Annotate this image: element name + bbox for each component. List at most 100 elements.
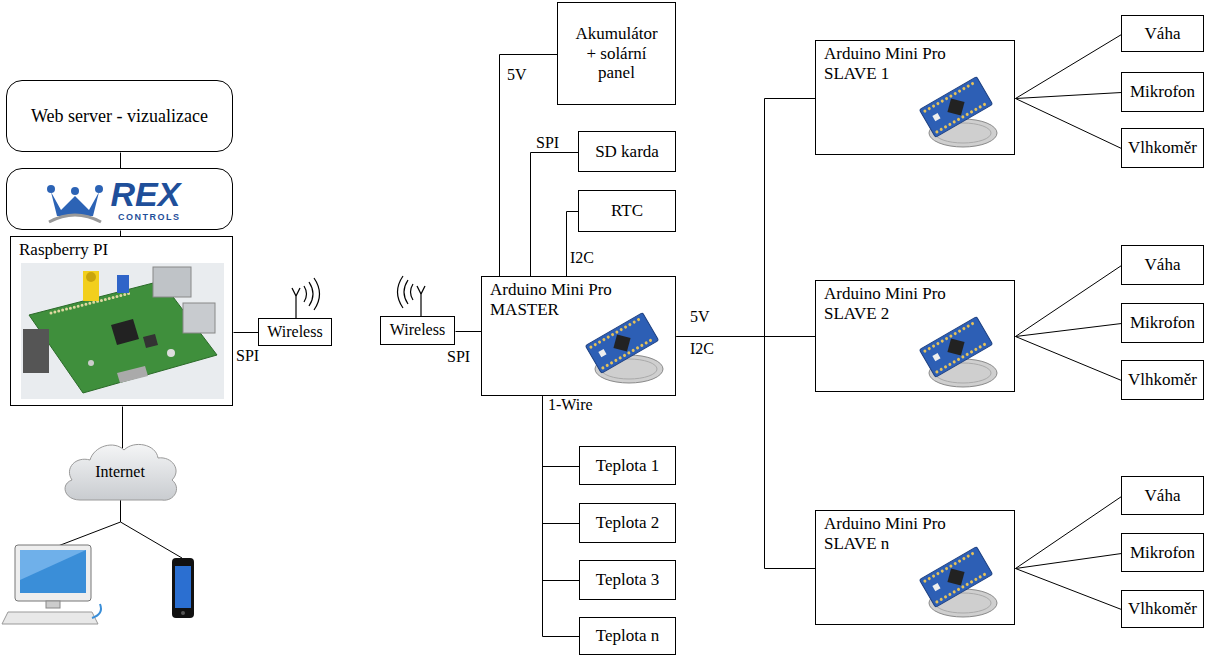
- rect-part: [919, 77, 992, 138]
- node-text: Teplota 1: [596, 456, 659, 476]
- node-text: Web server - vizualizace: [31, 106, 208, 127]
- node-text: Vlhkoměr: [1128, 599, 1197, 619]
- rect-part: [83, 271, 99, 301]
- polygon-part: [143, 334, 158, 348]
- logo-text: REXCONTROLS: [111, 177, 181, 222]
- g-part: [919, 317, 992, 378]
- path-part: [314, 278, 320, 310]
- circle-part: [71, 187, 79, 195]
- rect-part: [932, 353, 940, 361]
- rect-part: [20, 550, 86, 593]
- connector-line: [1016, 266, 1122, 337]
- path-part: [20, 550, 86, 580]
- path-part: [304, 286, 307, 302]
- sensor-box: Teplota 2: [579, 503, 676, 543]
- node-text: Arduino Mini Pro SLAVE 1: [824, 44, 974, 83]
- logo-word: REX: [111, 177, 181, 211]
- rect-part: [172, 558, 194, 618]
- sensor-box: Vlhkoměr: [1121, 128, 1204, 168]
- polygon-part: [117, 366, 148, 383]
- signal-label: I2C: [690, 340, 714, 358]
- rect-part: [919, 547, 992, 608]
- circle-part: [88, 360, 94, 366]
- path-part: [121, 522, 183, 558]
- power-box: Akumulátor + solární panel: [557, 2, 676, 105]
- computer-icon: [2, 545, 101, 624]
- rect-part: [23, 329, 49, 373]
- path-part: [65, 444, 177, 500]
- node-text: Mikrofon: [1130, 82, 1195, 102]
- computer-box: Raspberry PI: [10, 236, 233, 406]
- node-text: Vlhkoměr: [1128, 138, 1197, 158]
- g-part: [919, 547, 992, 608]
- phone-icon: [172, 558, 194, 618]
- rect-part: [947, 98, 964, 115]
- connector-line: [1016, 497, 1122, 569]
- sensor-box: Teplota 1: [579, 446, 676, 485]
- circle-part: [167, 349, 175, 357]
- connector-line: [1016, 93, 1122, 99]
- path-part: [309, 282, 313, 306]
- connector-line: [543, 397, 580, 581]
- rect-part: [21, 263, 224, 399]
- sensor-box: Vlhkoměr: [1121, 360, 1204, 400]
- connector-line: [500, 55, 558, 277]
- node-text: RTC: [611, 201, 643, 221]
- connector-line: [567, 212, 579, 277]
- rect-part: [598, 349, 606, 357]
- rect-part: [919, 317, 992, 378]
- circle-part: [86, 272, 96, 282]
- clock-box: RTC: [578, 190, 676, 232]
- connector-line: [122, 407, 123, 449]
- node-text: Váha: [1145, 255, 1181, 275]
- line-part: [295, 296, 296, 318]
- node-text: Vlhkoměr: [1128, 370, 1197, 390]
- g-part: [919, 77, 992, 138]
- node-text: Wireless: [390, 321, 445, 339]
- polygon-part: [29, 281, 217, 393]
- connector-line: [543, 397, 580, 637]
- polygon-part: [111, 319, 139, 345]
- line-part: [296, 288, 300, 296]
- connector-line: [120, 153, 121, 169]
- path-part: [49, 215, 101, 222]
- connector-line: [456, 331, 482, 332]
- raspberry-photo: [21, 263, 224, 399]
- rect-part: [46, 601, 60, 608]
- connector-line: [677, 337, 816, 569]
- signal-label: 5V: [690, 308, 710, 326]
- connector-line: [234, 332, 259, 333]
- node-text: Internet: [95, 463, 145, 481]
- slave-box: Arduino Mini Pro SLAVE 1: [815, 40, 1015, 155]
- connector-line: [1016, 569, 1122, 610]
- connector-line: [677, 99, 816, 337]
- arduino-board-photo: [911, 307, 1001, 391]
- connector-line: [1016, 35, 1122, 99]
- rect-part: [932, 583, 940, 591]
- sensor-box: Váha: [1121, 476, 1204, 515]
- connector-line: [1016, 554, 1122, 569]
- sensor-box: Mikrofon: [1121, 72, 1204, 112]
- rect-part: [15, 545, 91, 601]
- node-text: Arduino Mini Pro MASTER: [490, 280, 640, 319]
- path-part: [404, 280, 408, 304]
- radio-box: Wireless: [380, 316, 455, 345]
- node-text: Wireless: [267, 323, 322, 341]
- radio-box: Wireless: [258, 318, 332, 346]
- line-part: [420, 294, 421, 316]
- arduino-board-photo: [911, 537, 1001, 621]
- node-text: Váha: [1145, 24, 1181, 44]
- rect-part: [117, 275, 129, 293]
- rex-crown-logo: [47, 178, 103, 224]
- rect-part: [153, 267, 191, 297]
- signal-label: SPI: [536, 134, 559, 152]
- arduino-board-photo: [577, 303, 667, 387]
- connector-line: [1016, 337, 1122, 381]
- path-part: [58, 498, 121, 546]
- circle-part: [181, 611, 185, 615]
- signal-label: SPI: [236, 347, 259, 365]
- sensor-box: Váha: [1121, 245, 1204, 285]
- signal-label: 1-Wire: [548, 396, 593, 414]
- signal-label: SPI: [447, 348, 470, 366]
